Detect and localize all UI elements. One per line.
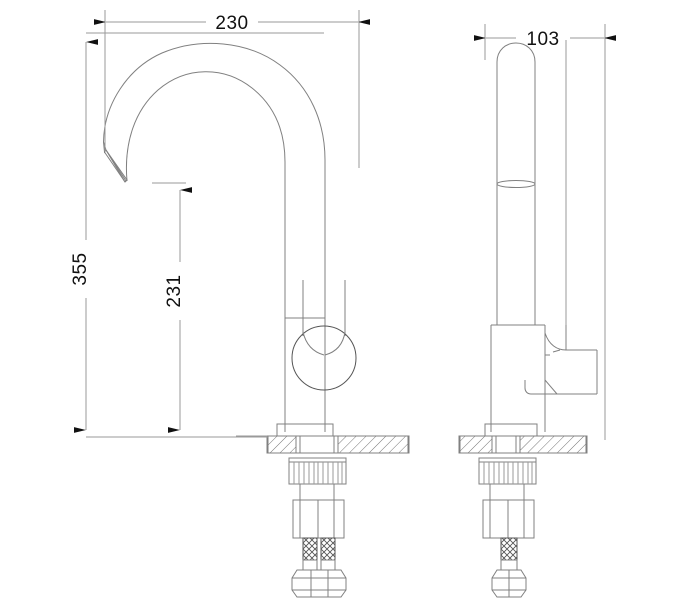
side-countertop-section xyxy=(458,435,588,454)
dimension-overall-height xyxy=(74,32,324,438)
lever-handle xyxy=(524,40,598,395)
knurled-mounting-nut xyxy=(288,457,347,500)
countertop-section xyxy=(236,435,410,454)
side-threaded-shank xyxy=(482,499,535,539)
faucet-body xyxy=(284,280,346,432)
dimension-text-overall-height: 355 xyxy=(70,252,91,285)
front-view xyxy=(102,42,410,598)
dimension-depth xyxy=(474,24,616,440)
side-body xyxy=(490,324,567,432)
side-base-flange xyxy=(484,423,538,437)
side-hex-nut xyxy=(491,569,527,598)
dimension-text-spout-height: 231 xyxy=(164,274,185,307)
hex-nut xyxy=(291,569,347,598)
threaded-shank xyxy=(292,499,345,539)
lever-handle-hub xyxy=(291,325,357,391)
dimension-text-depth: 103 xyxy=(526,29,559,50)
side-spout xyxy=(496,42,536,325)
dimension-text-overall-width: 230 xyxy=(215,13,248,34)
dimension-spout-height xyxy=(152,182,192,433)
thread-detail xyxy=(302,537,336,571)
side-view xyxy=(458,40,598,598)
side-knurled-nut xyxy=(478,457,537,500)
side-thread-detail xyxy=(500,537,518,571)
gooseneck-spout xyxy=(102,42,326,312)
